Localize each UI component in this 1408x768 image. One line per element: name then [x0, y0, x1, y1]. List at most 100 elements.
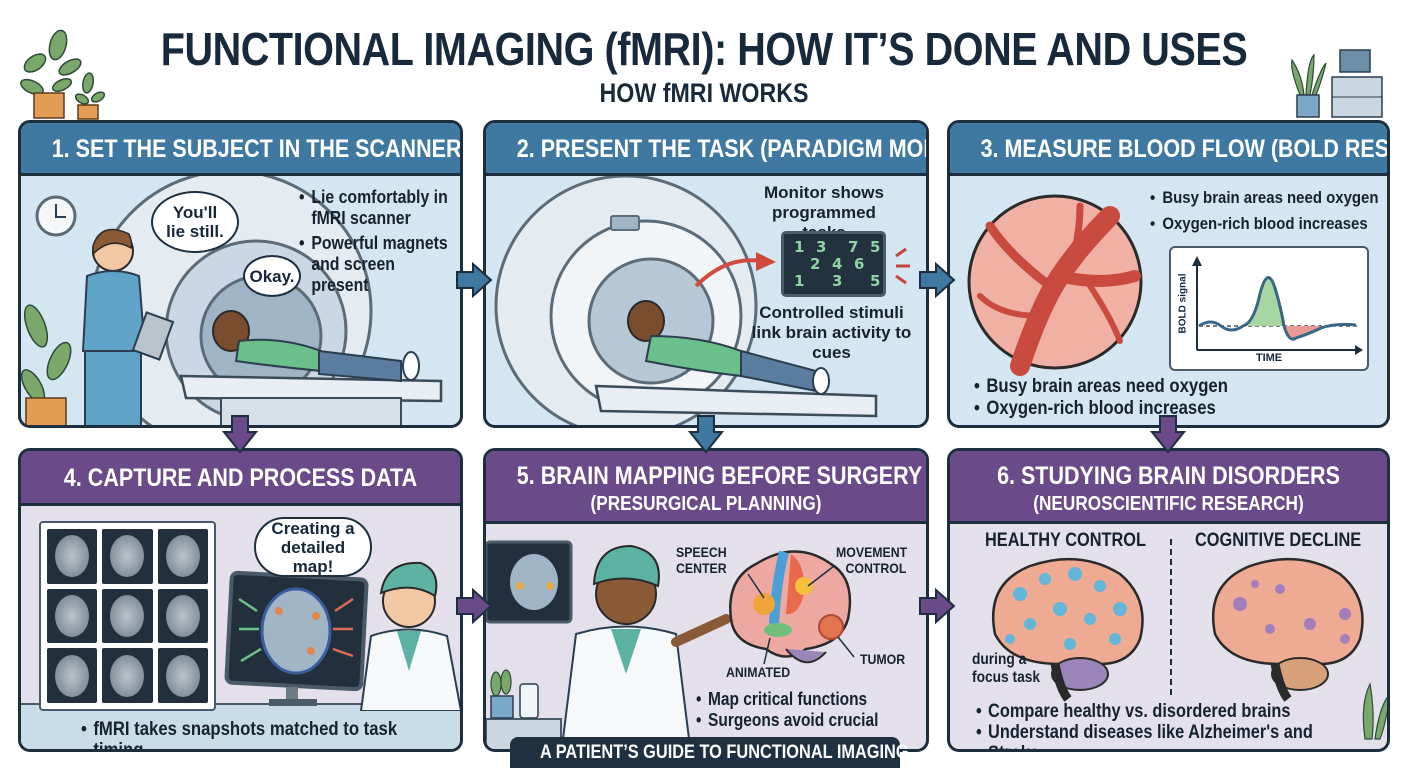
arrow-down-icon [1150, 415, 1186, 454]
blood-vessel-illustration [967, 194, 1143, 376]
monitor-number: 7 [848, 238, 859, 256]
speech-bubble-doctor: Creating a detailed map! [254, 517, 372, 577]
panel-header: 6. STUDYING BRAIN DISORDERS (NEUROSCIENT… [950, 451, 1387, 524]
label-tumor: TUMOR [860, 651, 906, 667]
monitor-number: 5 [870, 272, 881, 290]
bullet: Lie comfortably in fMRI scanner [299, 187, 449, 229]
panel-title: 5. BRAIN MAPPING BEFORE SURGERY [516, 462, 923, 490]
panel-title: 6. STUDYING BRAIN DISORDERS [997, 462, 1340, 490]
mri-slice [102, 648, 153, 703]
panel-title: 4. CAPTURE AND PROCESS DATA [63, 464, 418, 492]
monitor-number: 1 [794, 238, 805, 256]
patient-head [627, 300, 665, 342]
arrow-down-icon [688, 415, 724, 454]
step-panel-4: 4. CAPTURE AND PROCESS DATA Creating a d… [18, 448, 463, 752]
page-subtitle: HOW fMRI WORKS [599, 78, 809, 108]
speech-bubble-patient: Okay. [243, 255, 301, 297]
step-panel-6: 6. STUDYING BRAIN DISORDERS (NEUROSCIENT… [947, 448, 1390, 752]
plant-icon [1362, 682, 1387, 740]
label-movement-control: MOVEMENT CONTROL [836, 544, 908, 576]
panel-header: 4. CAPTURE AND PROCESS DATA [21, 451, 460, 506]
signal-lines-icon [895, 247, 910, 285]
graph-xlabel: TIME [1255, 352, 1283, 364]
bullet: Understand diseases like Alzheimer's and… [976, 722, 1346, 749]
motor-strip [769, 550, 789, 625]
footer-banner-text: A PATIENT’S GUIDE TO FUNCTIONAL IMAGING [539, 742, 909, 763]
plant-and-cabinet-icon [1291, 49, 1383, 118]
paradigm-monitor: 1 3 7 5 2 4 6 1 3 5 [781, 231, 886, 297]
panel-header: 2. PRESENT THE TASK (PARADIGM MONITOR) [486, 123, 926, 176]
mri-slice [102, 588, 153, 644]
monitor-number: 4 [832, 255, 843, 273]
mri-slice [47, 529, 98, 584]
bold-curve [1192, 256, 1363, 355]
bullet: Compare healthy vs. disordered brains [976, 701, 1346, 722]
panel-subtitle: (PRESURGICAL PLANNING) [590, 493, 822, 515]
mri-slice [102, 529, 153, 584]
panel-3-bullets-top: Busy brain areas need oxygen Oxygen-rich… [1150, 187, 1379, 234]
scanner-task-illustration [494, 176, 910, 425]
tumor-spot [818, 614, 844, 640]
monitor-number: 5 [870, 238, 881, 256]
speech-bubble-nurse: You'll lie still. [151, 191, 239, 253]
panel-header: 3. MEASURE BLOOD FLOW (BOLD RESPONSE) [950, 123, 1387, 176]
monitor-subcaption: Controlled stimuli link brain activity t… [751, 303, 912, 362]
panel-subtitle: (NEUROSCIENTIFIC RESEARCH) [1033, 493, 1304, 515]
brain-comparison-illustration [991, 539, 1387, 740]
column-cognitive-decline: COGNITIVE DECLINE [1195, 530, 1362, 551]
page-title: FUNCTIONAL IMAGING (fMRI): HOW IT’S DONE… [160, 23, 1248, 75]
panel-4-bullets: fMRI takes snapshots matched to task tim… [81, 719, 415, 749]
bold-signal-line [1198, 276, 1357, 341]
arrow-right-icon [456, 262, 493, 298]
monitor-number: 6 [854, 255, 865, 273]
panel-3-bullets-bottom: Busy brain areas need oxygen Oxygen-rich… [974, 376, 1256, 420]
surgical-cap [592, 544, 660, 588]
mri-slice [157, 588, 208, 644]
step-panel-2: 2. PRESENT THE TASK (PARADIGM MONITOR) M… [483, 120, 929, 428]
mri-slice [47, 588, 98, 644]
focus-task-note: during a focus task [972, 651, 1041, 686]
panel-header: 5. BRAIN MAPPING BEFORE SURGERY (PRESURG… [486, 451, 926, 524]
mri-slice [157, 648, 208, 703]
monitor-number: 2 [810, 255, 821, 273]
label-animated: ANIMATED [726, 664, 791, 680]
bullet: Busy brain areas need oxygen [974, 376, 1256, 398]
bullet: Powerful magnets and screen present [299, 233, 449, 296]
graph-ylabel: BOLD signal [1177, 273, 1189, 334]
label-speech-center: SPEECH CENTER [676, 544, 727, 576]
column-healthy-control: HEALTHY CONTROL [985, 530, 1146, 551]
monitor-number: 3 [816, 238, 827, 256]
panel-header: 1. SET THE SUBJECT IN THE SCANNER [21, 123, 460, 176]
arrow-down-icon [222, 415, 258, 454]
arrow-right-icon [919, 588, 956, 624]
bullet: Busy brain areas need oxygen [1150, 187, 1379, 208]
undershoot-area [1284, 326, 1321, 340]
step-panel-1: 1. SET THE SUBJECT IN THE SCANNER You'll… [18, 120, 463, 428]
bullet: Oxygen-rich blood increases [1150, 213, 1379, 234]
step-panel-5: 5. BRAIN MAPPING BEFORE SURGERY (PRESURG… [483, 448, 929, 752]
panel-title: 2. PRESENT THE TASK (PARADIGM MONITOR) [516, 135, 926, 163]
panel-title: 3. MEASURE BLOOD FLOW (BOLD RESPONSE) [980, 135, 1390, 163]
bullet: Map critical functions [696, 689, 902, 710]
decline-brain [1211, 557, 1364, 666]
mri-slice [157, 529, 208, 584]
doctor-monitor-illustration [224, 561, 460, 711]
plant-icon [21, 304, 72, 403]
clipboard-icon [131, 311, 175, 361]
arrow-right-icon [456, 588, 493, 624]
monitor-number: 1 [794, 272, 805, 290]
panel-6-bullets: Compare healthy vs. disordered brains Un… [976, 701, 1346, 749]
arrow-right-icon [919, 262, 956, 298]
step-panel-3: 3. MEASURE BLOOD FLOW (BOLD RESPONSE) Bu… [947, 120, 1390, 428]
presurgical-illustration [486, 540, 855, 749]
panel-title: 1. SET THE SUBJECT IN THE SCANNER [51, 135, 462, 163]
mri-slice [47, 648, 98, 703]
bullet: Oxygen-rich blood increases [974, 398, 1256, 420]
footer-banner: A PATIENT’S GUIDE TO FUNCTIONAL IMAGING [510, 737, 909, 768]
potted-plants-icon [20, 29, 106, 120]
arrow-to-monitor-icon [694, 258, 762, 288]
monitor-number: 3 [832, 272, 843, 290]
panel-1-bullets: Lie comfortably in fMRI scanner Powerful… [299, 187, 449, 296]
bold-response-graph: BOLD signal TIME [1169, 246, 1369, 371]
surgical-cap [379, 561, 438, 598]
